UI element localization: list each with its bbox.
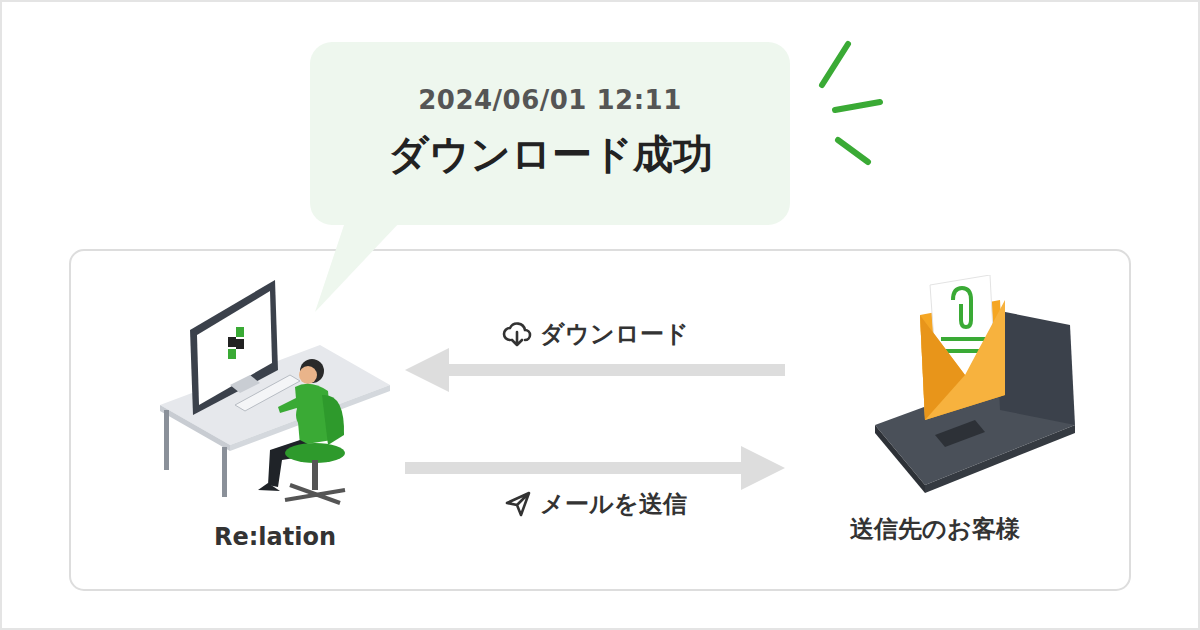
edge-label-text: メールを送信: [540, 488, 687, 520]
status-heading: ダウンロード成功: [388, 127, 713, 182]
flow-arrow: [405, 446, 785, 490]
node-label: Re:lation: [150, 523, 400, 551]
bubble-tail: [315, 222, 400, 312]
arrow-label: ダウンロード: [496, 316, 695, 352]
panel: [70, 250, 1130, 590]
arrow-label: メールを送信: [498, 486, 693, 522]
speech-bubble: [310, 42, 790, 225]
illustration-node: Re:lation: [150, 275, 400, 565]
download-icon: [502, 320, 532, 348]
timestamp: 2024/06/01 12:11: [418, 85, 682, 115]
illustration-node: 送信先のお客様: [785, 275, 1085, 565]
burst-lines: [822, 44, 880, 162]
node-label: 送信先のお客様: [785, 513, 1085, 545]
edge-label-text: ダウンロード: [540, 318, 689, 350]
send-icon: [504, 490, 532, 518]
bubble-node: 2024/06/01 12:11 ダウンロード成功: [310, 42, 790, 225]
flow-arrow: [405, 348, 785, 392]
